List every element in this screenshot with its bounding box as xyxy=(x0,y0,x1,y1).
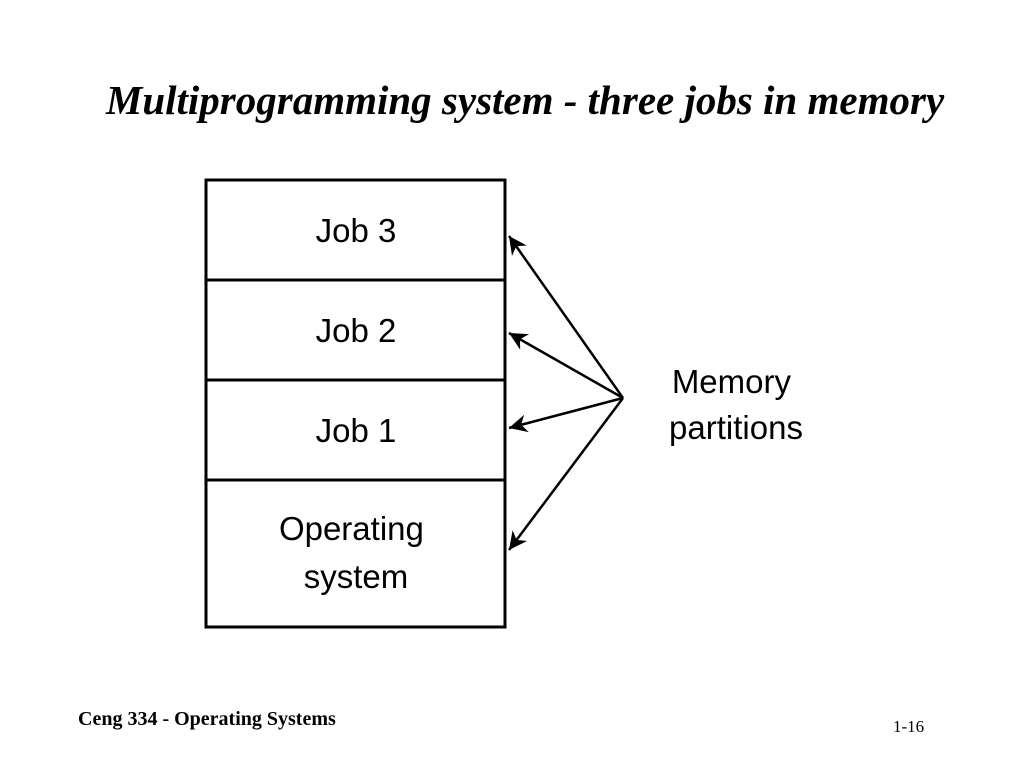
memory-stack-outline xyxy=(204,178,507,629)
arrow-group xyxy=(507,235,625,551)
arrow-to-job-3 xyxy=(507,235,625,399)
footer-course-name: Ceng 334 - Operating Systems xyxy=(78,708,336,730)
partition-label-operating-system: Operating system xyxy=(279,510,433,595)
arrow-to-operating-system xyxy=(508,397,624,551)
arrow-to-job-1 xyxy=(508,396,624,433)
arrow-to-job-2 xyxy=(508,331,624,400)
slide-title: Multiprogramming system - three jobs in … xyxy=(105,77,945,123)
footer-page-number: 1-16 xyxy=(893,717,925,736)
partition-label-job-2: Job 2 xyxy=(316,312,397,349)
callout-memory-partitions: Memory partitions xyxy=(669,363,803,446)
partition-label-job-3: Job 3 xyxy=(316,212,397,249)
partition-label-job-1: Job 1 xyxy=(316,412,397,449)
